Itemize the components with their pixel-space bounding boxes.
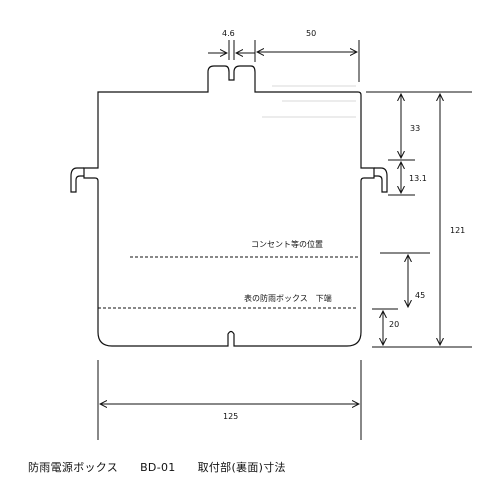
caption-product: 防雨電源ボックス	[28, 461, 119, 474]
total-width-label: 125	[223, 412, 238, 421]
left-hook	[70, 167, 84, 193]
caption-part: 取付部(裏面)寸法	[197, 461, 286, 474]
hook-height-label: 13.1	[409, 174, 427, 183]
mounting-plate-outline	[83, 65, 375, 347]
diagram-caption: 防雨電源ボックス BD-01 取付部(裏面)寸法	[28, 459, 308, 475]
right-hook	[374, 167, 388, 193]
faint-background-text	[262, 85, 356, 118]
top-dimensions	[208, 40, 360, 82]
total-height-label: 121	[450, 226, 465, 235]
bottom-dimension	[97, 360, 362, 440]
caption-model: BD-01	[140, 461, 176, 474]
outlet-position-label: コンセント等の位置	[251, 239, 323, 249]
outlet-to-bottom-label: 45	[415, 291, 425, 300]
right-dimensions	[366, 91, 472, 348]
upper-height-label: 33	[410, 124, 420, 133]
tab-width-label: 4.6	[222, 29, 235, 38]
top-offset-label: 50	[306, 29, 316, 38]
lower-offset-label: 20	[389, 320, 399, 329]
front-box-bottom-label: 表の防雨ボックス 下端	[244, 293, 332, 303]
